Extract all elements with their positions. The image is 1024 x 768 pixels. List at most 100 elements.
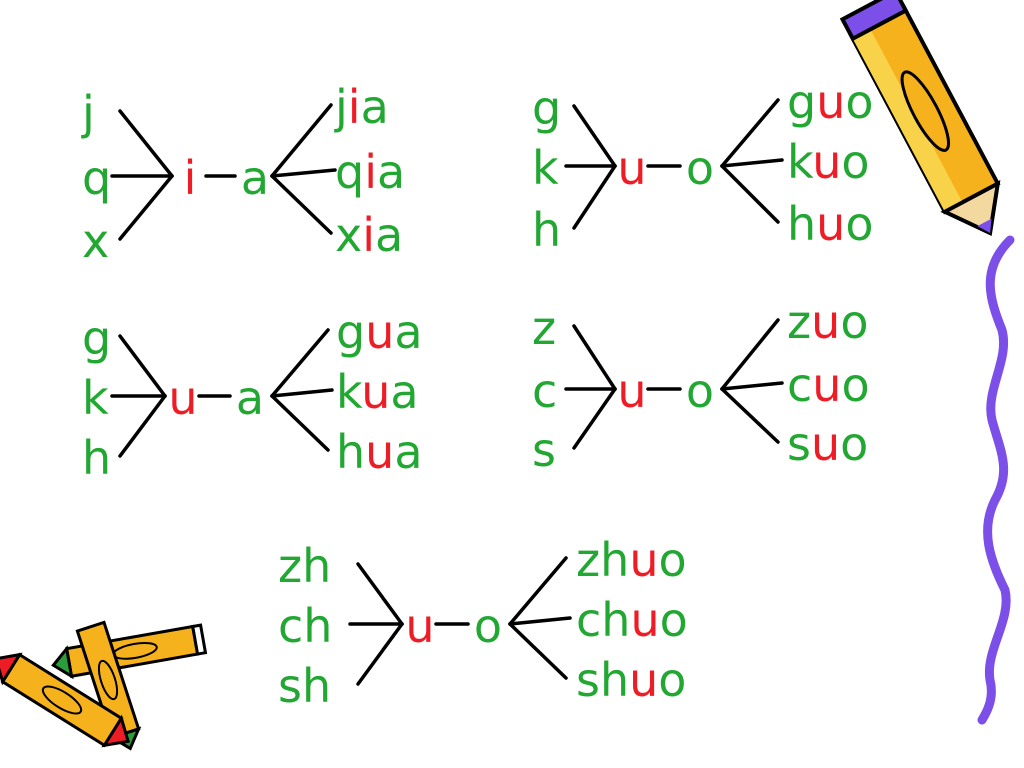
- combined-syllable: jia: [334, 80, 389, 134]
- initial-consonant: g: [532, 81, 561, 135]
- initial-consonant: sh: [278, 659, 331, 713]
- syllable-post: o: [845, 75, 873, 129]
- medial-vowel: u: [617, 141, 646, 195]
- syllable-post: a: [361, 80, 389, 134]
- initial-consonant: x: [82, 214, 109, 268]
- syllable-pre: k: [787, 135, 814, 189]
- initial-consonant: j: [81, 86, 95, 140]
- connector-line: [720, 318, 780, 391]
- medial-vowel: i: [184, 151, 197, 205]
- wavy-border: [977, 235, 1015, 725]
- final-vowel: o: [686, 141, 714, 195]
- final-vowel: a: [241, 151, 269, 205]
- connector-line: [270, 394, 330, 452]
- syllable-mid: i: [364, 145, 377, 199]
- medial-vowel: u: [168, 371, 197, 425]
- initial-consonant: q: [82, 151, 111, 205]
- connector-line: [118, 334, 167, 398]
- combined-syllable: zuo: [787, 295, 868, 349]
- combined-syllable: guo: [787, 75, 874, 129]
- connector-line: [356, 562, 404, 626]
- syllable-post: a: [394, 305, 422, 359]
- connector-line: [356, 622, 404, 686]
- connector-line: [572, 324, 617, 391]
- combined-syllable: shuo: [576, 653, 686, 707]
- final-vowel: o: [474, 599, 502, 653]
- connector-line: [270, 388, 334, 398]
- syllable-pre: ch: [576, 593, 630, 647]
- initial-consonant: h: [82, 431, 111, 485]
- final-vowel: o: [686, 364, 714, 418]
- initial-consonant: k: [82, 371, 109, 425]
- combined-syllable: zhuo: [576, 533, 687, 587]
- initial-consonant: s: [532, 423, 556, 477]
- syllable-mid: u: [816, 75, 845, 129]
- syllable-mid: u: [811, 295, 840, 349]
- connector-line: [720, 381, 784, 391]
- connector-line: [720, 164, 780, 224]
- combined-syllable: hua: [336, 425, 423, 479]
- connector-line: [508, 622, 568, 680]
- syllable-pre: q: [335, 145, 364, 199]
- syllable-pre: h: [787, 197, 816, 251]
- connector-line: [118, 174, 174, 241]
- syllable-mid: i: [362, 208, 375, 262]
- connector-line: [572, 104, 617, 168]
- connector-line: [118, 109, 174, 178]
- syllable-mid: i: [348, 80, 361, 134]
- combined-syllable: kuo: [787, 135, 870, 189]
- syllable-post: o: [840, 417, 868, 471]
- syllable-pre: s: [787, 417, 811, 471]
- connector-line: [720, 98, 780, 168]
- connector-line: [720, 387, 780, 444]
- connector-line: [270, 103, 333, 178]
- syllable-mid: u: [812, 358, 841, 412]
- combined-syllable: qia: [335, 145, 405, 199]
- syllable-mid: u: [365, 425, 394, 479]
- syllable-post: a: [375, 208, 403, 262]
- combined-syllable: huo: [787, 197, 873, 251]
- syllable-post: o: [841, 135, 869, 189]
- connector-line: [572, 387, 617, 450]
- syllable-mid: u: [812, 135, 841, 189]
- connector-line: [572, 164, 617, 230]
- syllable-pre: h: [336, 425, 365, 479]
- connector-line: [270, 174, 333, 235]
- syllable-pre: zh: [576, 533, 629, 587]
- initial-consonant: h: [532, 203, 561, 257]
- initial-consonant: c: [532, 364, 557, 418]
- syllable-post: a: [394, 425, 422, 479]
- syllable-post: o: [658, 653, 686, 707]
- initial-consonant: z: [532, 301, 556, 355]
- syllable-post: o: [845, 197, 873, 251]
- connector-line: [720, 158, 784, 168]
- medial-vowel: u: [405, 599, 434, 653]
- syllable-mid: u: [816, 197, 845, 251]
- syllable-post: o: [660, 593, 688, 647]
- syllable-pre: g: [336, 305, 365, 359]
- final-vowel: a: [236, 371, 264, 425]
- initial-consonant: zh: [278, 539, 331, 593]
- combined-syllable: gua: [336, 305, 423, 359]
- combined-syllable: suo: [787, 417, 868, 471]
- syllable-pre: z: [787, 295, 811, 349]
- syllable-mid: u: [630, 593, 659, 647]
- syllable-post: o: [840, 295, 868, 349]
- syllable-mid: u: [811, 417, 840, 471]
- medial-vowel: u: [617, 364, 646, 418]
- syllable-pre: k: [336, 365, 363, 419]
- connector-line: [118, 394, 167, 458]
- syllable-pre: j: [334, 80, 348, 134]
- combined-syllable: kua: [336, 365, 419, 419]
- initial-consonant: k: [532, 141, 559, 195]
- syllable-pre: c: [787, 358, 812, 412]
- combined-syllable: chuo: [576, 593, 688, 647]
- connector-line: [508, 556, 568, 626]
- syllable-pre: sh: [576, 653, 629, 707]
- crayons-icon: [0, 620, 208, 751]
